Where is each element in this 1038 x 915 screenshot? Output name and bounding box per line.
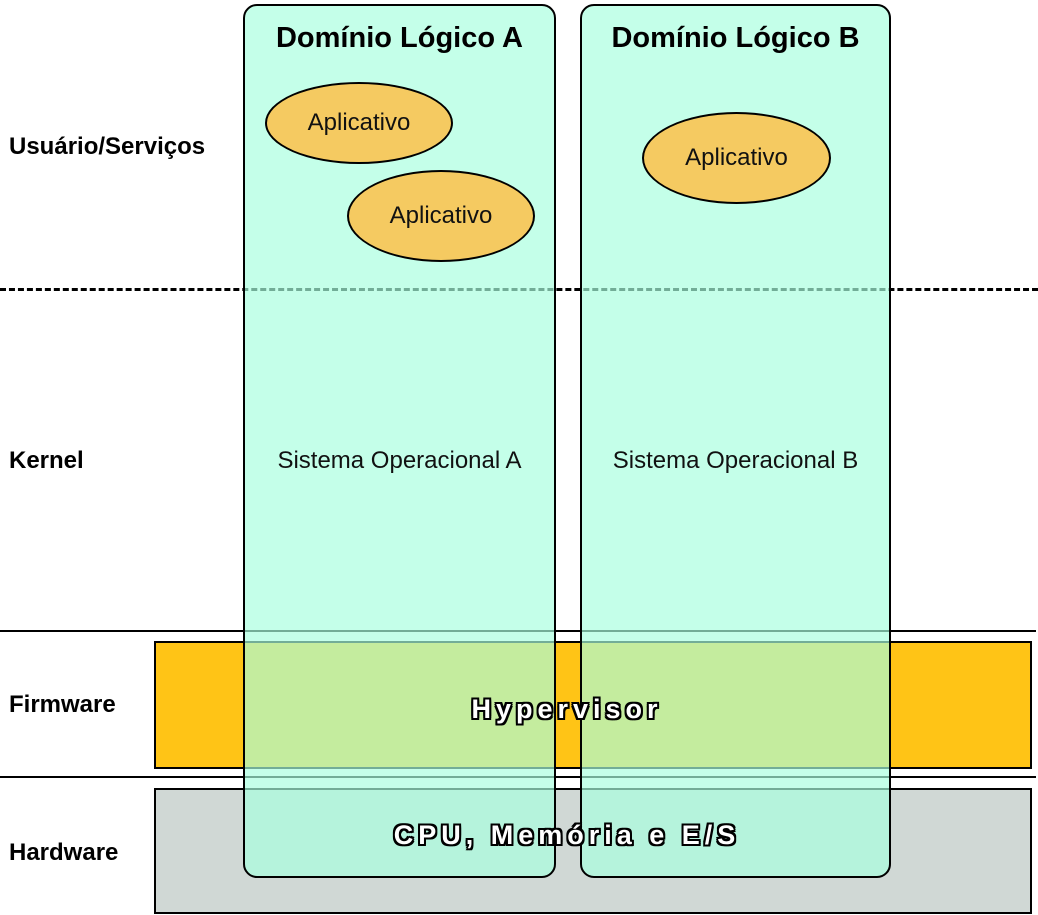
layer-label-user-services: Usuário/Serviços [9,133,206,160]
hardware-resources-label: CPU, Memória e E/S [393,820,741,850]
hypervisor-label: Hypervisor [471,694,663,724]
domain-a-title: Domínio Lógico A [275,22,523,54]
domain-a-operating-system: Sistema Operacional A [277,447,522,474]
domain-b-title: Domínio Lógico B [611,22,860,54]
layer-label-kernel: Kernel [9,447,84,474]
domain-a-application-1-label: Aplicativo [307,109,411,136]
domain-a-application-2: Aplicativo [347,170,535,262]
layer-label-hardware: Hardware [9,839,119,866]
layer-label-firmware: Firmware [9,691,116,718]
logical-domain-b: Domínio Lógico B Aplicativo Sistema Oper… [580,4,891,878]
domain-a-application-1: Aplicativo [265,82,453,164]
domain-b-application-1: Aplicativo [642,112,831,204]
domain-b-operating-system: Sistema Operacional B [612,447,859,474]
domain-a-application-2-label: Aplicativo [389,202,493,229]
logical-domain-a: Domínio Lógico A Aplicativo Aplicativo S… [243,4,556,878]
domain-b-application-1-label: Aplicativo [685,144,788,171]
